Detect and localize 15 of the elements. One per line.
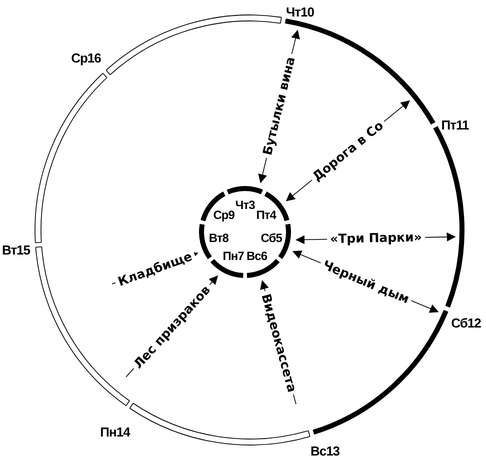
day-label: Вс13: [310, 444, 340, 458]
day-label: Чт10: [286, 6, 314, 18]
day-label: Пн14: [100, 426, 130, 438]
day-label: Сб12: [451, 316, 481, 330]
day-label: Ср9: [213, 209, 234, 222]
edge-label: «Три Парки»: [326, 230, 425, 246]
day-label: Вс6: [246, 250, 267, 262]
day-label: Пн7: [222, 250, 244, 262]
day-label: Вт8: [208, 232, 228, 244]
day-label: Чт3: [235, 199, 255, 211]
day-label: Вт15: [2, 244, 30, 256]
day-label: Сб5: [260, 232, 282, 244]
day-label: Пт4: [256, 209, 276, 222]
day-label: Пт11: [441, 118, 469, 132]
day-label: Ср16: [71, 52, 101, 64]
